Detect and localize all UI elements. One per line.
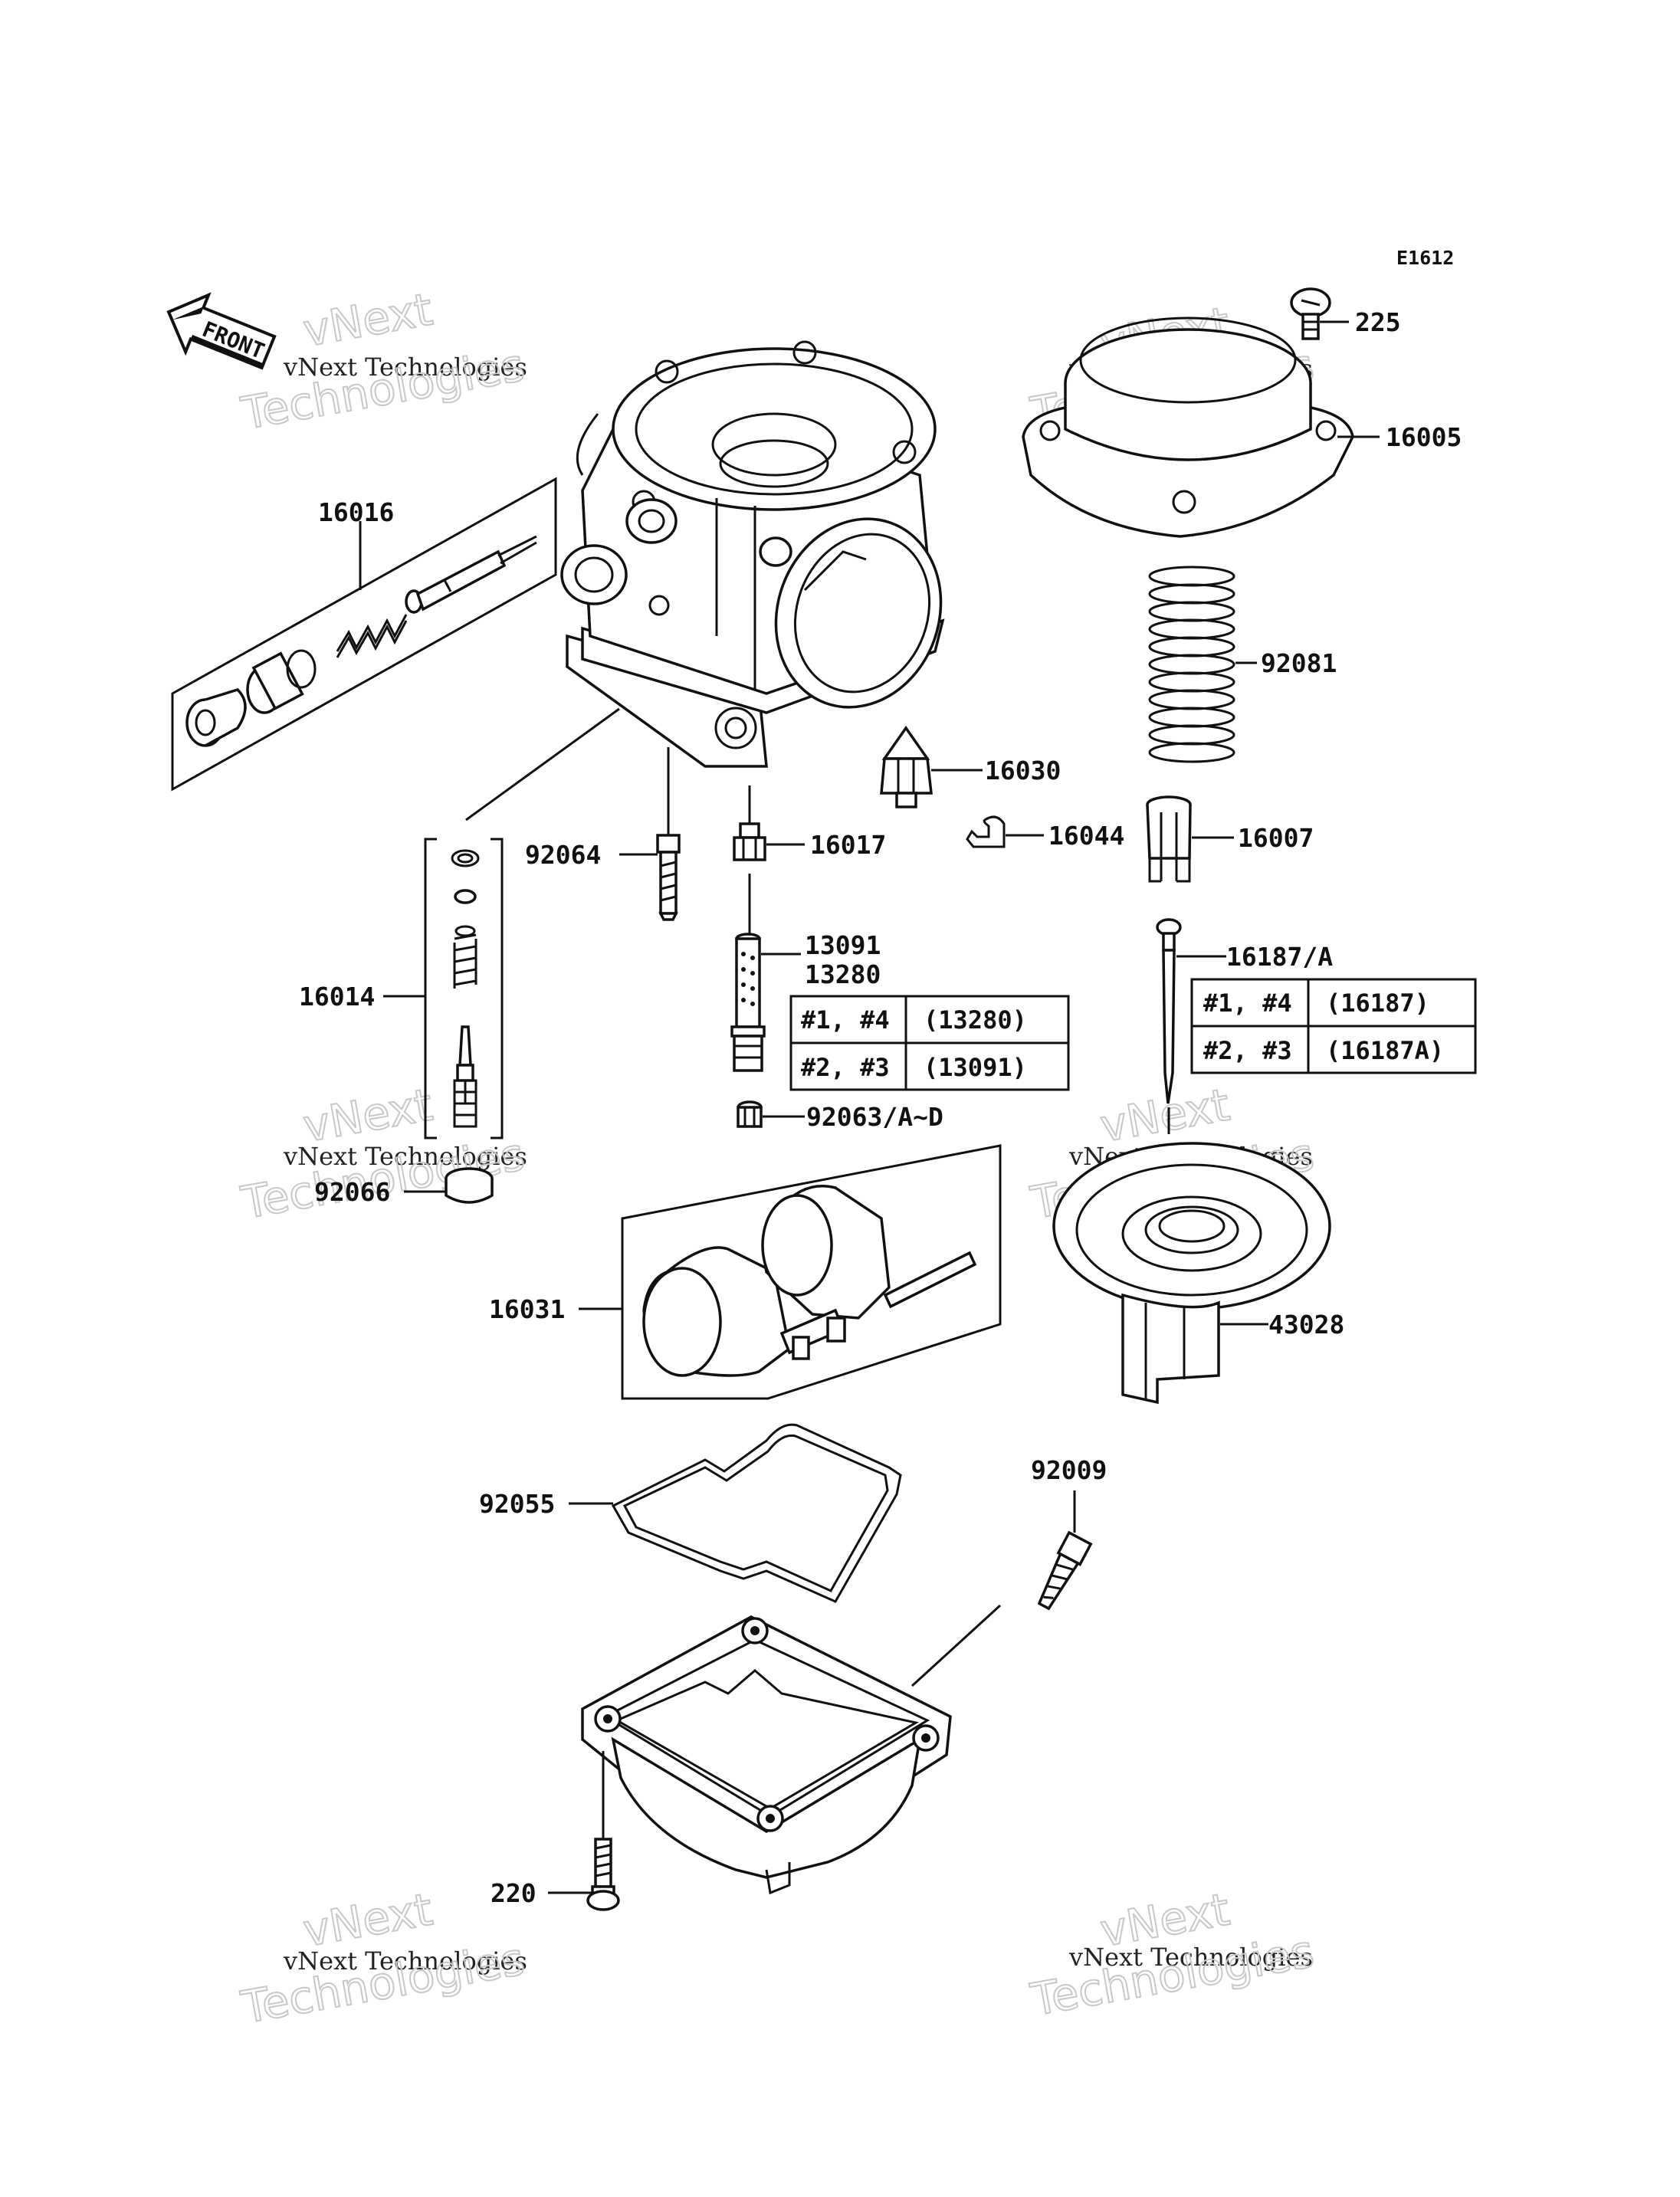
part-220-screw — [586, 1838, 620, 1911]
table-16187-row2-part: (16187A) — [1326, 1036, 1444, 1065]
part-13091-needle-jet — [730, 933, 766, 1072]
part-16007-needle-holder — [1146, 795, 1192, 883]
part-float-bowl — [581, 1615, 952, 1895]
table-13280-row2-part: (13091) — [924, 1053, 1027, 1082]
label-16030: 16030 — [985, 756, 1061, 785]
label-16187: 16187/A — [1226, 942, 1333, 972]
part-16187-jet-needle — [1156, 918, 1182, 1104]
part-92063-main-jet — [737, 1100, 763, 1128]
watermark-bottom-left: vNext vNext Technologies Technologies — [237, 1882, 530, 2035]
label-92063: 92063/A~D — [806, 1102, 943, 1132]
table-16187: #1, #4 (16187) #2, #3 (16187A) — [1190, 978, 1477, 1074]
label-16014: 16014 — [299, 982, 375, 1012]
part-225-screw — [1290, 287, 1331, 340]
label-92009: 92009 — [1031, 1455, 1107, 1485]
watermark-bottom-right: vNext vNext Technologies Technologies — [1026, 1882, 1319, 2027]
table-13280-row2-carb: #2, #3 — [801, 1053, 890, 1082]
carburetor-body — [560, 340, 945, 768]
label-43028: 43028 — [1268, 1310, 1344, 1340]
part-92081-spring — [1148, 566, 1235, 763]
part-92064-screw — [656, 834, 681, 921]
label-92066: 92066 — [314, 1177, 390, 1207]
part-16014-assembly — [424, 838, 504, 1139]
part-92066-cap — [445, 1167, 494, 1204]
svg-text:vNext Technologies: vNext Technologies — [283, 1946, 527, 1976]
label-16017: 16017 — [810, 830, 886, 860]
svg-text:vNext: vNext — [300, 283, 437, 356]
label-13091: 13091 — [805, 930, 881, 960]
label-16031: 16031 — [489, 1294, 565, 1324]
part-92055-gasket — [611, 1423, 902, 1603]
part-16031-float-assembly — [621, 1144, 1002, 1400]
svg-text:vNext Technologies: vNext Technologies — [1068, 1943, 1313, 1972]
part-16017-jet-holder — [733, 822, 766, 861]
table-13280-13091: #1, #4 (13280) #2, #3 (13091) — [789, 995, 1070, 1091]
label-225: 225 — [1355, 307, 1401, 337]
table-13280-row1-carb: #1, #4 — [801, 1005, 890, 1035]
label-92081: 92081 — [1261, 648, 1337, 678]
table-16187-row1-carb: #1, #4 — [1203, 989, 1292, 1018]
part-92009-drain-screw — [1037, 1530, 1093, 1611]
diagram-code: E1612 — [1396, 247, 1454, 269]
table-13280-row1-part: (13280) — [924, 1005, 1027, 1035]
label-16005: 16005 — [1386, 422, 1462, 452]
table-16187-row2-carb: #2, #3 — [1203, 1036, 1292, 1065]
part-43028-vacuum-piston — [1052, 1142, 1331, 1405]
part-16016-assembly — [171, 477, 557, 792]
part-16044-clip — [966, 815, 1006, 848]
part-16005-top-cover — [1022, 316, 1354, 538]
label-16007: 16007 — [1238, 823, 1314, 853]
label-92055: 92055 — [479, 1489, 555, 1519]
label-16016: 16016 — [318, 497, 394, 527]
watermark-top-left: vNext vNext Technologies Technologies — [237, 282, 530, 441]
table-16187-row1-part: (16187) — [1326, 989, 1429, 1018]
label-92064: 92064 — [525, 840, 601, 870]
part-16030-float-valve — [880, 725, 933, 808]
svg-text:vNext Technologies: vNext Technologies — [283, 353, 527, 382]
label-220: 220 — [491, 1878, 536, 1908]
svg-text:vNext Technologies: vNext Technologies — [283, 1142, 527, 1171]
front-arrow-icon: FRONT — [166, 292, 277, 370]
label-13280: 13280 — [805, 959, 881, 989]
label-16044: 16044 — [1048, 821, 1124, 851]
